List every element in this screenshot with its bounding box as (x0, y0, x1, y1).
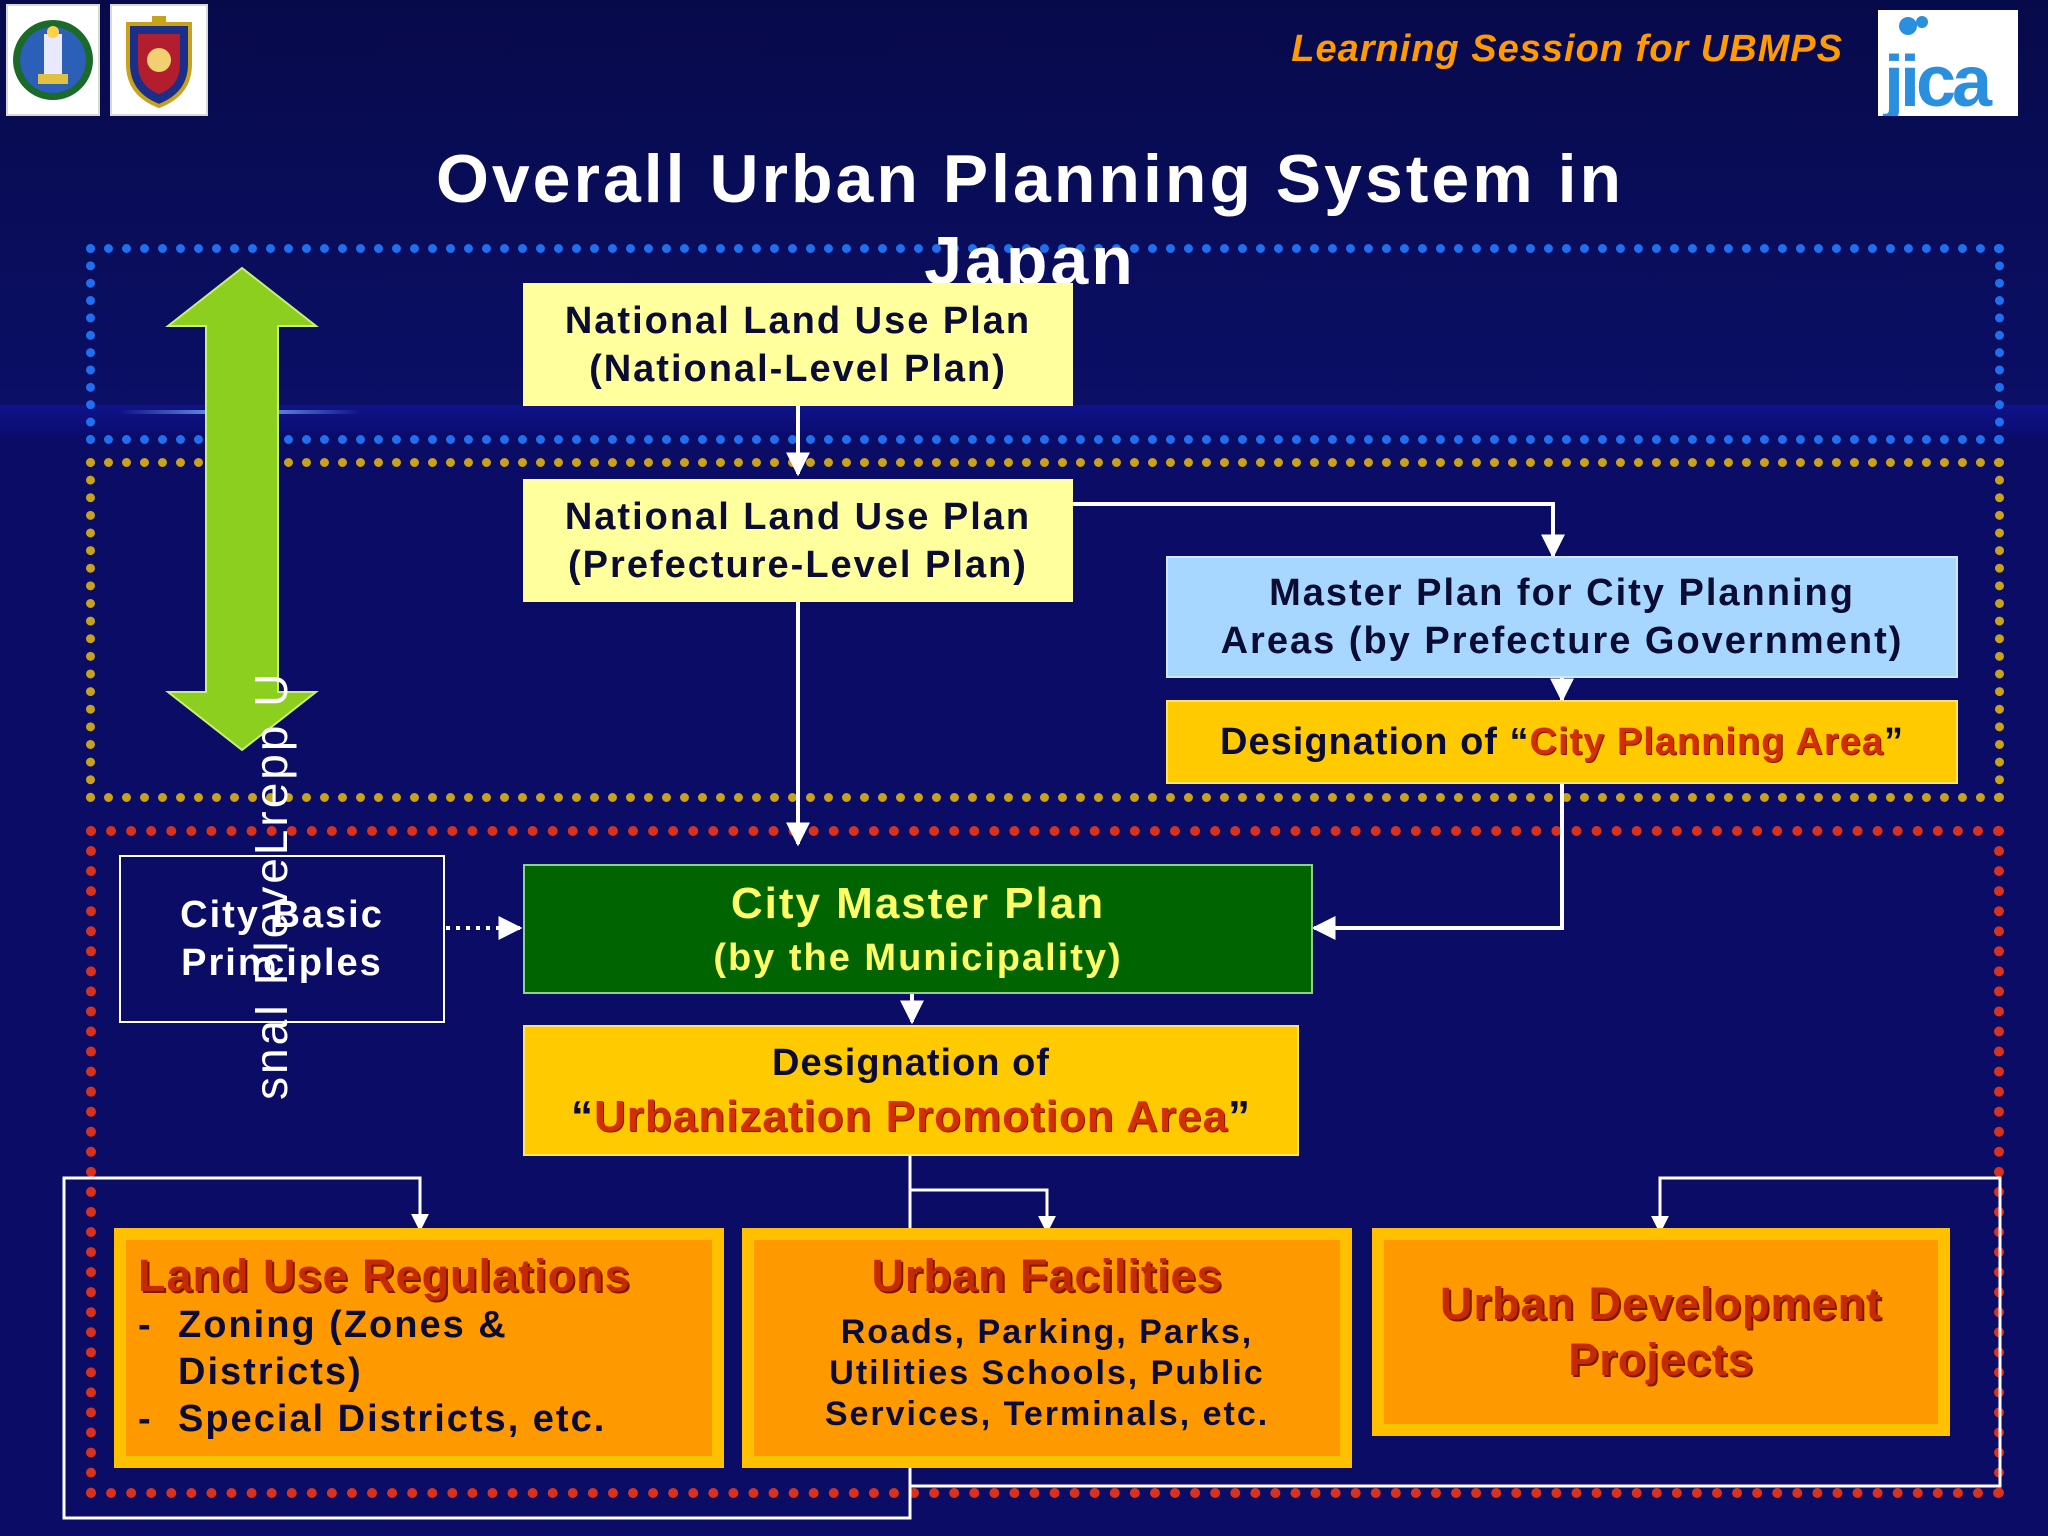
session-label: Learning Session for UBMPS (1291, 28, 1843, 70)
zone-prefecture-level (86, 458, 2004, 802)
facilities-desc-line: Roads, Parking, Parks, (840, 1313, 1254, 1351)
facilities-desc-line: Services, Terminals, etc. (824, 1395, 1270, 1433)
facilities-desc-line: Utilities Schools, Public (829, 1354, 1265, 1392)
police-crest-icon (110, 4, 208, 116)
designation-city-planning-area-box: Designation of “City Planning Area” (1166, 700, 1958, 784)
municipality-emblem-icon (6, 4, 100, 116)
designation-urbanization-promotion-area-box: Designation of “Urbanization Promotion A… (523, 1025, 1299, 1156)
urban-facilities-panel: Urban Facilities Roads, Parking, Parks, … (742, 1228, 1352, 1468)
national-plan-box: National Land Use Plan (National-Level P… (523, 283, 1073, 406)
list-item: - Zoning (Zones &Districts) (138, 1304, 508, 1393)
jica-logo: jica (1878, 10, 2018, 122)
master-plan-areas-box: Master Plan for City Planning Areas (by … (1166, 556, 1958, 678)
prefecture-plan-box: National Land Use Plan (Prefecture-Level… (523, 479, 1073, 602)
land-use-title: Land Use Regulations (138, 1250, 631, 1301)
list-item: - Special Districts, etc. (138, 1398, 607, 1440)
page-title: Overall Urban Planning System in Japan (435, 141, 1625, 299)
double-arrow-icon (165, 266, 319, 752)
urban-facilities-title: Urban Facilities (871, 1250, 1223, 1301)
city-master-plan-box: City Master Plan (by the Municipality) (523, 864, 1313, 994)
zone-municipal-level (86, 826, 2004, 1498)
projects-title-line: Projects (1568, 1334, 1754, 1385)
zone-national-level (86, 244, 2004, 444)
city-basic-principles-box: City Basic Principles (119, 855, 445, 1023)
projects-title-line: Urban Development (1439, 1278, 1883, 1329)
urban-development-projects-panel: Urban Development Projects (1372, 1228, 1950, 1436)
svg-text:jica: jica (1882, 42, 1993, 116)
land-use-regulations-panel: Land Use Regulations - Zoning (Zones &Di… (114, 1228, 724, 1468)
